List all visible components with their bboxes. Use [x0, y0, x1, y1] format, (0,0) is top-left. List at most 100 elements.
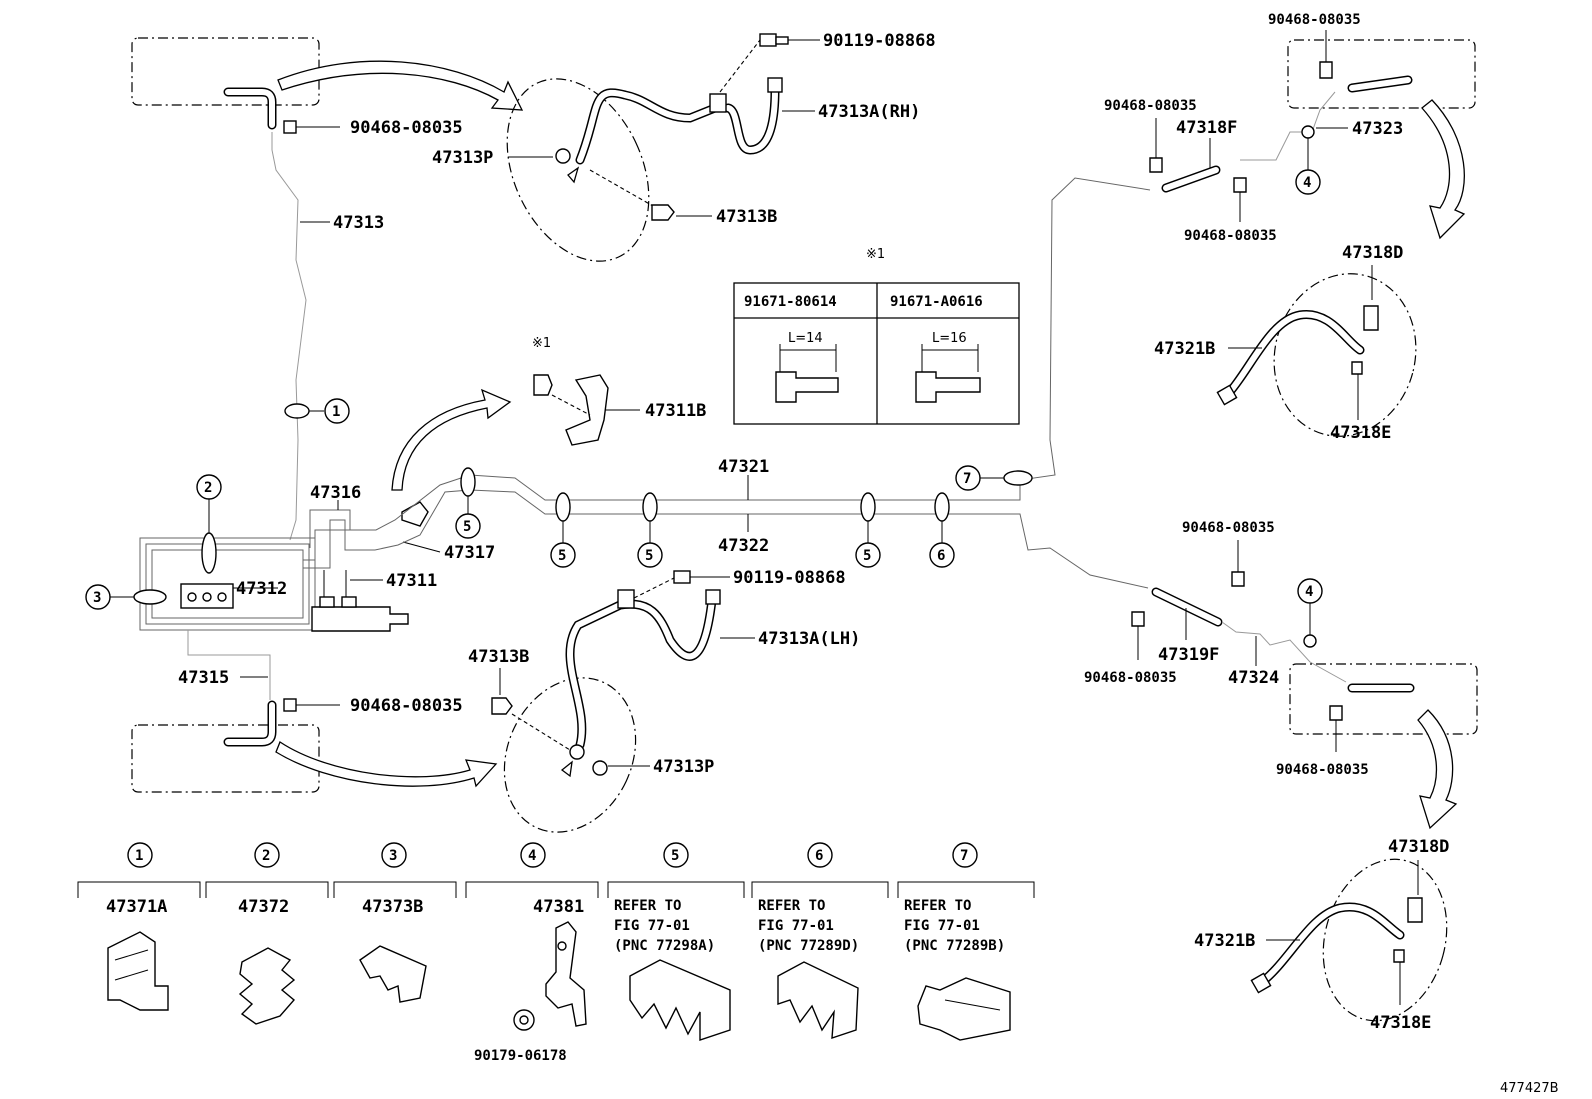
label-47321: 47321	[718, 457, 769, 477]
clamp-47373B-icon	[359, 945, 427, 1003]
label-47324: 47324	[1228, 668, 1279, 688]
label-47313A-RH: 47313A(RH)	[818, 102, 920, 122]
pipe-routing-box	[139, 537, 316, 631]
lh-detail-ellipse	[503, 677, 637, 833]
svg-text:7: 7	[960, 848, 968, 864]
svg-text:1: 1	[332, 404, 340, 420]
clamp-3-marker	[133, 589, 167, 605]
bolt-part-91671-A0616: 91671-A0616	[890, 294, 983, 310]
label-47318E-bottom: 47318E	[1370, 1013, 1431, 1033]
label-47312: 47312	[236, 579, 287, 599]
label-47318E-top: 47318E	[1330, 423, 1391, 443]
label-90119-top: 90119-08868	[823, 31, 936, 51]
label-47323: 47323	[1352, 119, 1403, 139]
pipe-47324	[1221, 621, 1347, 683]
svg-text:6: 6	[815, 848, 823, 864]
table-ref-mark: ※1	[866, 247, 885, 262]
curved-arrow-to-rear-lh	[1417, 709, 1458, 830]
label-90468-r2: 90468-08035	[1104, 98, 1197, 114]
bolt-len-16: L=16	[932, 331, 967, 346]
legend-47371A: 47371A	[106, 897, 167, 917]
bolt-90119-top	[759, 33, 777, 47]
legend-90179-06178: 90179-06178	[474, 1048, 567, 1064]
callout-2	[196, 474, 222, 500]
pipe-47313	[271, 132, 307, 541]
svg-text:4: 4	[528, 848, 536, 864]
legend-5-line3: (PNC 77298A)	[614, 938, 715, 954]
pipes-to-master-cyl	[303, 509, 375, 569]
curved-arrow-to-rh-hose	[277, 60, 524, 111]
callout-4-bottom	[1297, 578, 1323, 604]
label-47318D-top: 47318D	[1342, 243, 1403, 263]
bolt-len-14: L=14	[788, 331, 823, 346]
pipe-47322	[374, 489, 1149, 589]
label-90468-r3: 90468-08035	[1184, 228, 1277, 244]
label-47322: 47322	[718, 536, 769, 556]
bolt-icon-16	[915, 371, 981, 403]
label-47321B-bottom: 47321B	[1194, 931, 1255, 951]
bolt-ref-1	[533, 374, 553, 396]
clip-icon	[283, 120, 340, 134]
label-90468-r4: 90468-08035	[1182, 520, 1275, 536]
label-90468-r6: 90468-08035	[1276, 762, 1369, 778]
clamp-4-marker-top	[1301, 125, 1315, 139]
label-47315: 47315	[178, 668, 229, 688]
clamp-7-marker	[1003, 470, 1033, 486]
callout-4-top	[1295, 169, 1321, 195]
svg-text:2: 2	[204, 480, 212, 496]
clamp-5-marker-c	[642, 492, 658, 522]
label-47318D-bottom: 47318D	[1388, 837, 1449, 857]
label-47313A-LH: 47313A(LH)	[758, 629, 860, 649]
legend-7-line2: FIG 77-01	[904, 918, 980, 934]
master-cylinder-47311	[311, 606, 409, 632]
label-90119-bottom: 90119-08868	[733, 568, 846, 588]
label-47311B: 47311B	[645, 401, 706, 421]
diagram-id: 477427B	[1500, 1081, 1559, 1096]
legend-47373B: 47373B	[362, 897, 423, 917]
legend-7-line3: (PNC 77289B)	[904, 938, 1005, 954]
legend-6-line1: REFER TO	[758, 898, 825, 914]
legend-6-line2: FIG 77-01	[758, 918, 834, 934]
front-rh-area-box	[131, 37, 320, 106]
label-47316: 47316	[310, 483, 361, 503]
label-90468-r5: 90468-08035	[1084, 670, 1177, 686]
label-47313: 47313	[333, 213, 384, 233]
svg-text:6: 6	[937, 548, 945, 564]
clamp-77289B-icon	[917, 977, 1011, 1041]
clamp-77289D-icon	[777, 961, 859, 1039]
svg-text:5: 5	[671, 848, 679, 864]
callout-3	[85, 584, 111, 610]
washer-47313P-bottom	[592, 760, 608, 776]
label-ref-1: ※1	[532, 336, 551, 351]
pipe-47315	[187, 630, 271, 700]
clamp-77298A-icon	[629, 959, 731, 1041]
pipe-47321	[350, 177, 1151, 531]
svg-text:7: 7	[963, 471, 971, 487]
clamp-5-marker-a	[460, 467, 476, 497]
label-47313P-top: 47313P	[432, 148, 493, 168]
callout-5b	[550, 542, 576, 568]
curved-arrow-to-lh-hose	[275, 741, 498, 788]
svg-text:5: 5	[558, 548, 566, 564]
svg-text:3: 3	[93, 590, 101, 606]
svg-text:4: 4	[1305, 584, 1313, 600]
bracket-47311B	[565, 374, 609, 446]
label-90468-left-top: 90468-08035	[350, 118, 463, 138]
curved-arrow-to-bracket	[391, 388, 512, 491]
svg-text:5: 5	[463, 519, 471, 535]
hose-47321B-top	[1223, 310, 1365, 399]
svg-text:3: 3	[389, 848, 397, 864]
clamp-5-marker-d	[860, 492, 876, 522]
legend-6-line3: (PNC 77289D)	[758, 938, 859, 954]
legend-47372: 47372	[238, 897, 289, 917]
legend-47381: 47381	[533, 897, 584, 917]
label-47313P-bottom: 47313P	[653, 757, 714, 777]
bolt-table: ※1 91671-80614 91671-A0616 L=14 L=16	[733, 247, 1020, 425]
pipe-47323	[1240, 91, 1336, 161]
clamp-6-marker	[934, 492, 950, 522]
curved-arrow-to-rear-rh	[1421, 99, 1466, 240]
svg-text:5: 5	[863, 548, 871, 564]
callout-5a	[455, 513, 481, 539]
legend-5-line1: REFER TO	[614, 898, 681, 914]
